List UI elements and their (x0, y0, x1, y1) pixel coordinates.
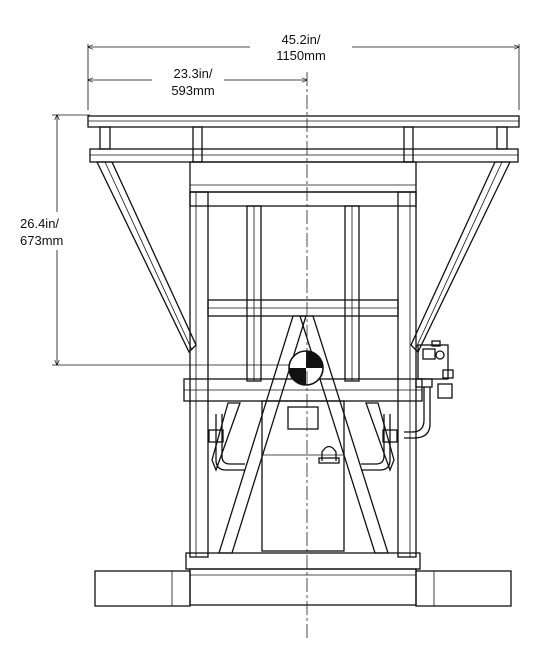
left-foot (95, 571, 190, 606)
half-width-label-in: 23.3in/ (173, 66, 212, 81)
right-column (398, 192, 416, 557)
height-label-in: 26.4in/ (20, 216, 59, 231)
machine-frame (88, 116, 519, 606)
half-width-label-mm: 593mm (171, 83, 214, 98)
valve-block (404, 341, 453, 438)
shackle (322, 447, 336, 462)
upper-rail (90, 149, 518, 162)
cylinder-body (262, 401, 344, 551)
right-brace (411, 162, 510, 352)
top-plate (88, 116, 519, 127)
half-width-dimension: 23.3in/ 593mm (88, 66, 307, 100)
center-of-gravity-icon (289, 351, 323, 385)
overall-width-label-mm: 1150mm (276, 48, 326, 63)
base-plate (186, 553, 420, 569)
overall-width-label-in: 45.2in/ (281, 32, 320, 47)
left-column (190, 192, 208, 557)
right-foot (416, 571, 511, 606)
height-dimension: 26.4in/ 673mm (20, 115, 305, 365)
height-label-mm: 673mm (20, 233, 63, 248)
nameplate (288, 407, 318, 429)
left-brace (97, 162, 196, 352)
